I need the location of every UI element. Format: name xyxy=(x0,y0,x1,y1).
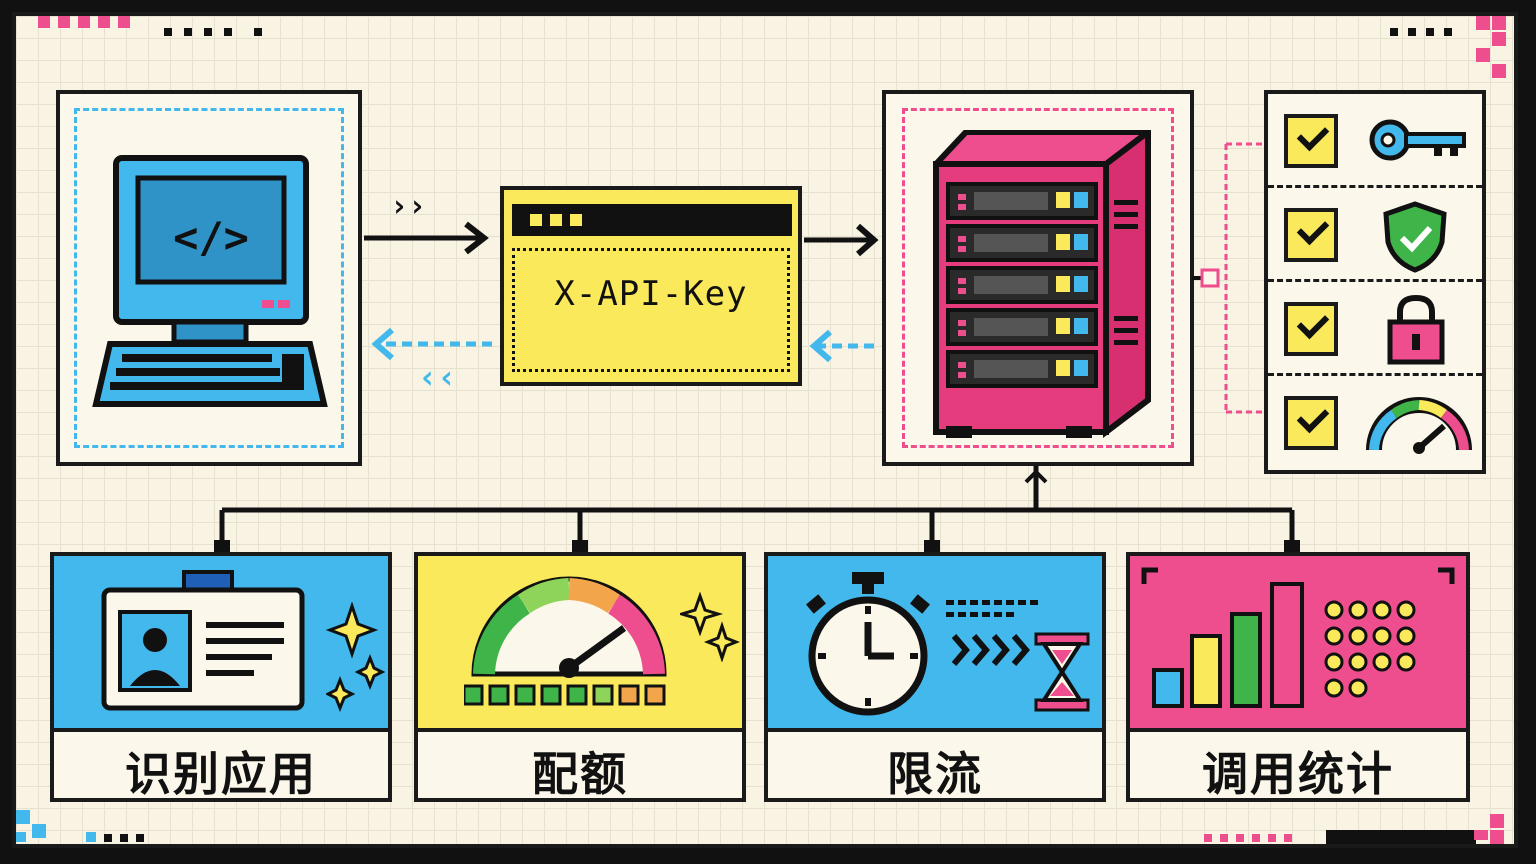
top-left-pixel-decoration xyxy=(38,16,262,36)
computer-icon: </> xyxy=(92,155,328,407)
server-checklist-connector xyxy=(1192,142,1264,414)
api-key-window: X-API-Key xyxy=(500,186,802,386)
server-rack-icon xyxy=(933,130,1151,439)
stopwatch-icon xyxy=(806,572,930,716)
hourglass-icon xyxy=(1034,632,1090,712)
request-arrow: ›› xyxy=(364,189,489,255)
id-card-icon xyxy=(101,570,305,711)
speed-lines xyxy=(946,600,1038,666)
check-row-lock xyxy=(1268,282,1482,376)
check-row-shield xyxy=(1268,188,1482,282)
server-panel-dashed-border xyxy=(902,108,1174,448)
server-to-key-arrow xyxy=(809,329,880,363)
feature-connectors xyxy=(214,466,1300,552)
client-panel-dashed-border xyxy=(74,108,344,448)
corner-brackets xyxy=(1141,567,1455,584)
feature-card-illustration xyxy=(1130,556,1466,732)
api-key-window-titlebar xyxy=(512,204,792,236)
gauge-icon xyxy=(464,576,667,706)
feature-label: 调用统计 xyxy=(1202,747,1394,801)
checkbox-checked xyxy=(1284,114,1338,168)
gauge-icon xyxy=(1366,397,1472,454)
back-chevrons: ‹‹ xyxy=(418,358,457,396)
checkbox-checked xyxy=(1284,302,1338,356)
dot-grid-icon xyxy=(1324,600,1416,698)
api-key-dashed-area xyxy=(512,248,790,372)
server-units xyxy=(946,182,1098,388)
bottom-right-pixel-decoration xyxy=(1204,814,1504,844)
checkbox-checked xyxy=(1284,208,1338,262)
response-arrow: ‹‹ xyxy=(371,327,496,396)
client-panel: </> xyxy=(56,90,362,466)
feature-card-rate-limit: 限流 xyxy=(764,552,1106,802)
feature-label: 识别应用 xyxy=(125,747,317,801)
feature-card-identify-app: 识别应用 xyxy=(50,552,392,802)
server-panel xyxy=(882,90,1194,466)
feature-label: 配额 xyxy=(532,747,628,801)
feature-label: 限流 xyxy=(887,747,983,801)
feature-card-illustration xyxy=(418,556,742,732)
key-icon xyxy=(1369,119,1466,161)
feature-card-illustration xyxy=(54,556,388,732)
bar-chart-icon xyxy=(1152,582,1304,708)
bottom-left-pixel-decoration xyxy=(16,810,144,842)
sparkle-icon xyxy=(680,592,740,662)
key-to-server-arrow xyxy=(804,223,879,257)
top-right-pixel-decoration xyxy=(1390,16,1506,78)
sparkle-icon xyxy=(326,602,386,712)
check-row-gauge xyxy=(1268,376,1482,470)
api-key-label: X-API-Key xyxy=(554,274,748,314)
feature-card-call-stats: 调用统计 xyxy=(1126,552,1470,802)
padlock-icon xyxy=(1387,294,1445,365)
svg-text:</>: </> xyxy=(173,213,249,262)
feature-card-quota: 配额 xyxy=(414,552,746,802)
check-row-key xyxy=(1268,94,1482,188)
checkbox-checked xyxy=(1284,396,1338,450)
feature-card-illustration xyxy=(768,556,1102,732)
forward-chevrons: ›› xyxy=(390,189,426,224)
shield-check-icon xyxy=(1383,201,1447,273)
